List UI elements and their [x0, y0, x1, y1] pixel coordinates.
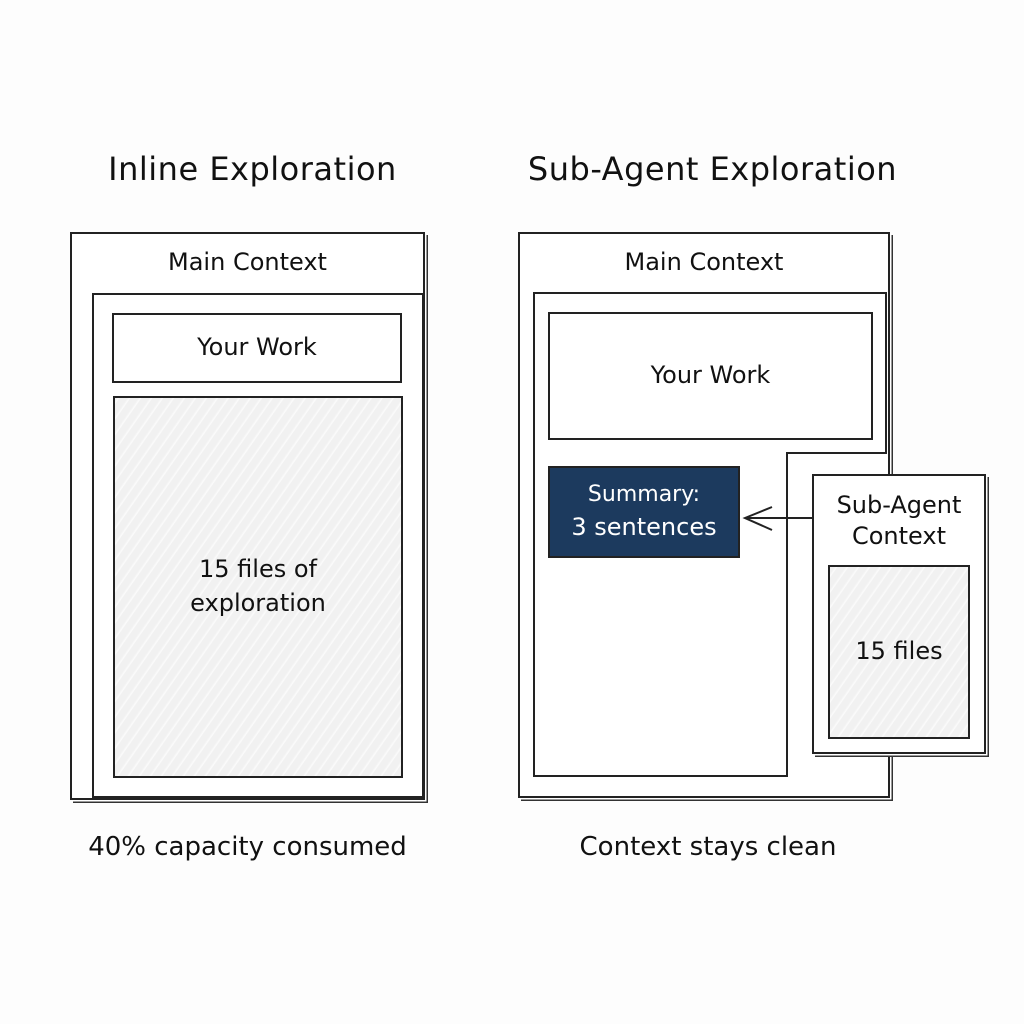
- summary-line1: Summary:: [587, 481, 701, 507]
- exploration-label-line2: exploration: [190, 589, 326, 617]
- exploration-label-line1: 15 files of: [199, 555, 317, 584]
- sub-agent-label-line1: Sub-Agent: [836, 490, 962, 519]
- left-exploration-files-block: 15 files of exploration: [113, 396, 403, 778]
- right-caption: Context stays clean: [579, 832, 837, 862]
- summary-line2: 3 sentences: [571, 512, 717, 541]
- right-your-work-box: Your Work: [548, 312, 873, 440]
- sub-agent-label-line2: Context: [851, 522, 947, 550]
- right-your-work-label: Your Work: [650, 361, 771, 390]
- left-your-work-label: Your Work: [197, 333, 317, 362]
- right-main-context-label: Main Context: [624, 248, 784, 276]
- left-main-context-label: Main Context: [168, 248, 327, 276]
- summary-block: Summary: 3 sentences: [548, 466, 740, 558]
- sub-agent-files-label: 15 files: [855, 637, 943, 666]
- sub-agent-files-block: 15 files: [828, 565, 970, 739]
- inline-exploration-title: Inline Exploration: [108, 150, 397, 188]
- sub-agent-context-label: Sub-Agent Context: [812, 484, 986, 558]
- sub-agent-exploration-title: Sub-Agent Exploration: [527, 150, 898, 188]
- left-your-work-box: Your Work: [112, 313, 402, 383]
- left-caption: 40% capacity consumed: [88, 832, 407, 862]
